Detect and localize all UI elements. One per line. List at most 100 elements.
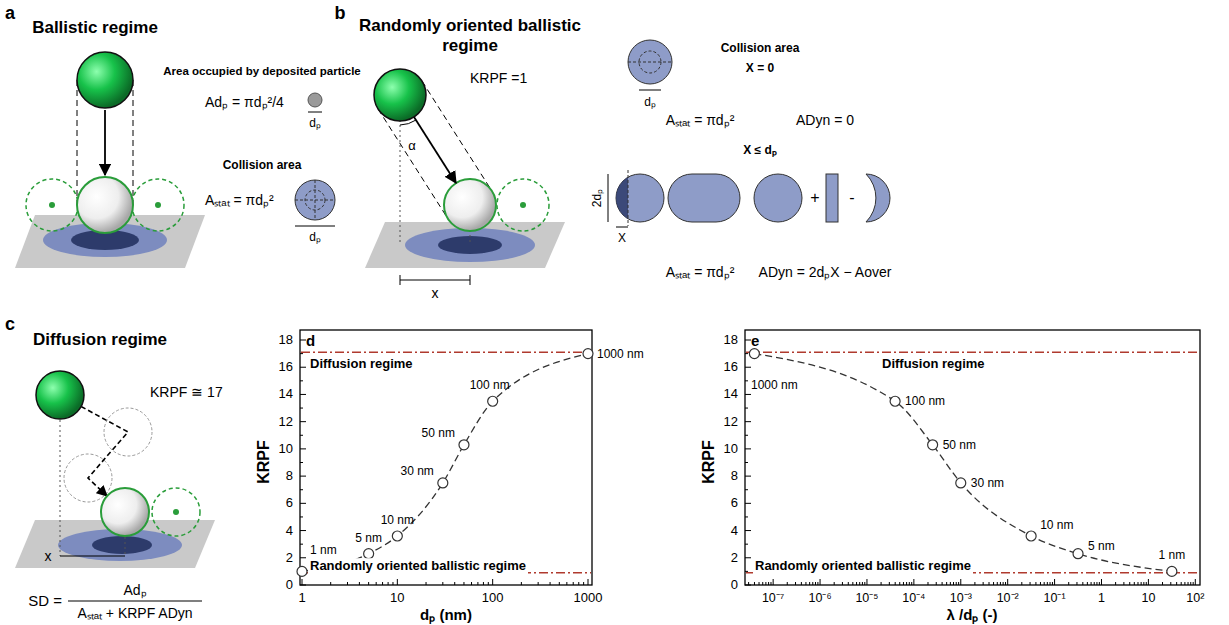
ballistic-illustration (15, 52, 205, 268)
tick-mark (1193, 582, 1194, 585)
tick-mark (762, 582, 763, 585)
tick-mark (864, 582, 865, 585)
tick-mark (856, 582, 857, 585)
tick-mark (300, 585, 306, 586)
tick-mark (426, 582, 427, 585)
tick-mark (745, 503, 751, 504)
dimension-label: x (432, 285, 439, 302)
neighbour-centre (520, 202, 526, 208)
data-point (956, 478, 966, 488)
tick-mark (927, 582, 928, 585)
tick-mark (745, 340, 751, 341)
tick-mark (866, 579, 867, 585)
tick-label: 10 (1141, 591, 1155, 606)
tick-label: 14 (279, 387, 293, 403)
tick-mark (1099, 582, 1100, 585)
tick-mark (983, 582, 984, 585)
tick-mark (946, 582, 947, 585)
chart (745, 330, 1200, 585)
data-point (438, 478, 448, 488)
point-label: 30 nm (971, 476, 1004, 490)
plot-frame (745, 330, 1200, 585)
dimension-label: X (618, 231, 626, 245)
tick-mark (956, 582, 957, 585)
tick-label: 10⁻³ (950, 591, 972, 606)
tick-mark (1101, 579, 1102, 585)
tick-mark (862, 582, 863, 585)
tick-mark (330, 582, 331, 585)
tick-mark (815, 582, 816, 585)
dimension-tick (400, 275, 401, 285)
tick-mark (913, 579, 914, 585)
tick-mark (903, 582, 904, 585)
tick-label: 1000 (574, 590, 603, 606)
tick-mark (1188, 582, 1189, 585)
tick-mark (1087, 582, 1088, 585)
strip-edge (628, 170, 629, 226)
tick-mark (911, 582, 912, 585)
regime-label: Randomly oriented ballistic regime (753, 558, 973, 574)
tick-mark (787, 582, 788, 585)
tick-mark (477, 582, 478, 585)
tick-mark (1176, 582, 1177, 585)
tick-label: 4 (286, 523, 293, 539)
tick-mark (566, 582, 567, 585)
tick-label: 10 (390, 590, 404, 606)
tick-mark (588, 579, 589, 585)
tick-mark (1195, 579, 1196, 585)
tick-mark (1134, 582, 1135, 585)
tick-label: 4 (731, 523, 738, 539)
deposited-particle (444, 179, 496, 231)
panel-letter: d (306, 332, 315, 350)
point-label: 5 nm (1088, 538, 1115, 552)
tick-mark (1094, 582, 1095, 585)
point-label: 10 nm (381, 513, 414, 527)
collision-area-symbol (295, 180, 335, 220)
tick-mark (300, 557, 306, 558)
section-heading: X = 0 (746, 61, 774, 75)
oblique-illustration (365, 69, 565, 285)
tick-mark (300, 435, 303, 436)
tick-mark (958, 582, 959, 585)
formula: Adₚ (123, 582, 146, 599)
tick-mark (842, 582, 843, 585)
tick-mark (300, 530, 306, 531)
neighbour-particle (26, 179, 78, 231)
tick-mark (889, 582, 890, 585)
dimension-label: dₚ (309, 230, 321, 244)
tick-mark (768, 582, 769, 585)
tick-mark (1030, 582, 1031, 585)
tick-mark (382, 582, 383, 585)
dimension-label: x (45, 548, 52, 565)
point-label: 1000 nm (751, 377, 798, 391)
operator-sign: - (849, 188, 854, 207)
tick-mark (300, 462, 303, 463)
point-label: 100 nm (470, 378, 510, 392)
tick-mark (1143, 582, 1144, 585)
dimension-line (639, 90, 661, 91)
data-point (1167, 566, 1177, 576)
tick-mark (1146, 582, 1147, 585)
incoming-particle (374, 69, 426, 121)
tick-mark (300, 408, 303, 409)
tick-label: 6 (286, 496, 293, 512)
tick-mark (483, 582, 484, 585)
fit-curve (754, 354, 1171, 572)
tick-mark (1129, 582, 1130, 585)
particle-area-symbol (308, 93, 322, 107)
tick-mark (801, 582, 802, 585)
tick-mark (795, 582, 796, 585)
tick-mark (1181, 582, 1182, 585)
formula: KRPF ≅ 17 (150, 384, 223, 401)
tick-mark (989, 582, 990, 585)
tick-mark (834, 582, 835, 585)
neighbour-centre (173, 509, 179, 515)
data-point (749, 349, 759, 359)
tick-mark (745, 421, 751, 422)
tick-mark (745, 585, 751, 586)
dimension-line (608, 174, 609, 222)
point-label: 1 nm (1159, 548, 1186, 562)
tick-mark (1021, 582, 1022, 585)
tick-mark (300, 544, 303, 545)
tick-mark (300, 353, 303, 354)
